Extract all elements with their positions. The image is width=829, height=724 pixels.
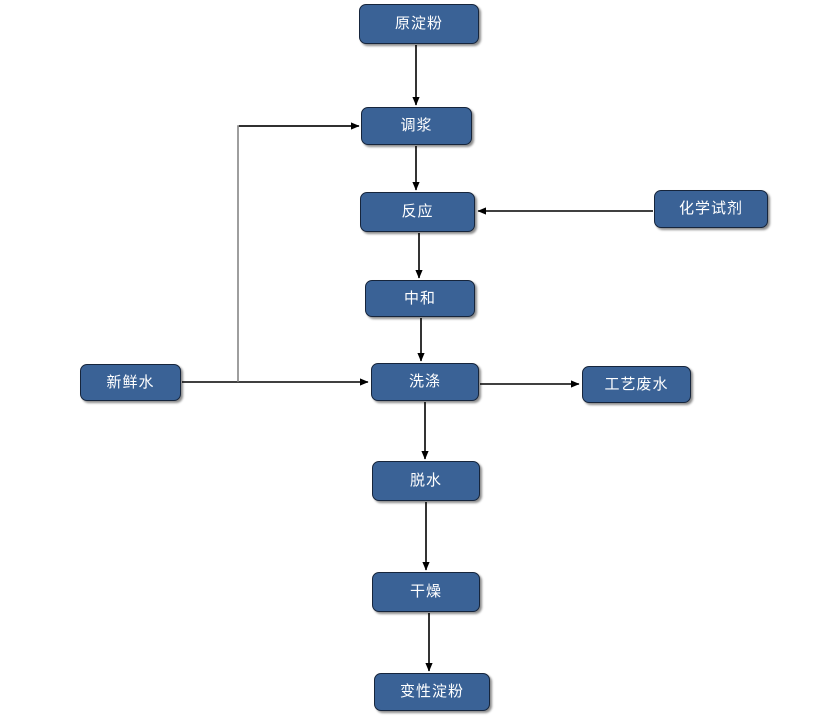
node-label-drying: 干燥 xyxy=(409,582,442,600)
node-label-raw-starch: 原淀粉 xyxy=(394,14,443,32)
node-drying[interactable]: 干燥 xyxy=(372,572,480,612)
node-label-washing: 洗涤 xyxy=(408,372,441,390)
edge-water-recycle-to-slurry xyxy=(237,125,359,382)
node-chemical-reagent[interactable]: 化学试剂 xyxy=(654,190,768,228)
node-label-fresh-water: 新鲜水 xyxy=(106,372,155,391)
node-label-reaction: 反应 xyxy=(401,202,434,220)
node-modified-starch[interactable]: 变性淀粉 xyxy=(374,673,490,711)
node-slurry-mixing[interactable]: 调浆 xyxy=(361,107,472,145)
node-label-process-wastewater: 工艺废水 xyxy=(604,374,669,393)
node-reaction[interactable]: 反应 xyxy=(360,192,475,232)
node-raw-starch[interactable]: 原淀粉 xyxy=(359,4,479,44)
node-neutralization[interactable]: 中和 xyxy=(365,280,475,317)
node-label-chemical-reagent: 化学试剂 xyxy=(678,199,743,217)
node-process-wastewater[interactable]: 工艺废水 xyxy=(582,366,691,403)
node-label-dewatering: 脱水 xyxy=(409,471,442,489)
node-dewatering[interactable]: 脱水 xyxy=(372,461,480,501)
node-fresh-water[interactable]: 新鲜水 xyxy=(80,364,181,401)
node-label-neutralization: 中和 xyxy=(403,288,436,307)
node-label-slurry-mixing: 调浆 xyxy=(400,116,433,134)
node-label-modified-starch: 变性淀粉 xyxy=(399,682,464,700)
node-washing[interactable]: 洗涤 xyxy=(371,363,479,401)
